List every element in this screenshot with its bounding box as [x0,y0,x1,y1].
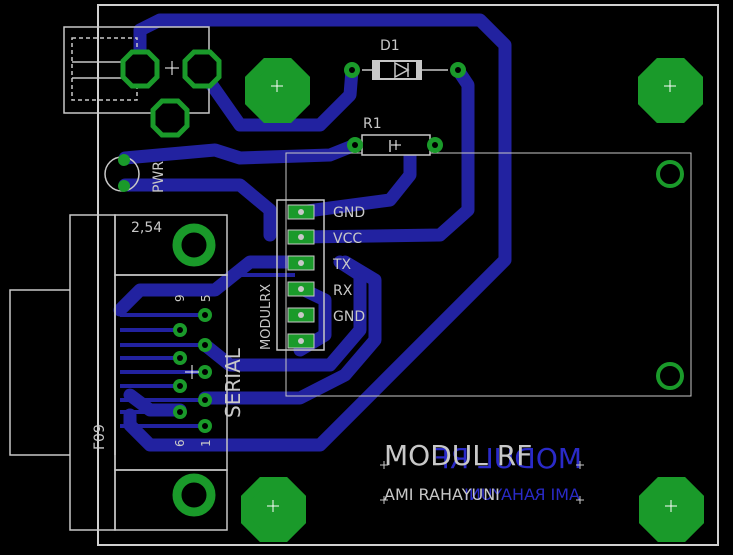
via-holes [177,67,461,429]
label-d1: D1 [380,38,400,54]
label-pin-vcc: VCC [333,231,362,247]
traces [113,13,512,452]
title-text: MODUL RF [384,439,532,472]
label-serial: SERIAL [221,347,245,418]
title-mirror: MODUL RF [434,442,582,475]
label-r1: R1 [363,116,382,132]
text-origin-markers [380,461,584,504]
label-pin1: 1 [199,439,213,447]
label-pin-tx: TX [332,257,352,273]
label-pin5: 5 [199,294,213,302]
label-pin-gnd-top: GND [333,205,365,221]
label-f09: F09 [92,424,108,450]
label-pwr: PWR [151,161,167,193]
origin-markers [165,61,677,512]
label-pin-rx: RX [333,283,353,299]
header-pads [287,204,315,349]
silkscreen [9,26,692,531]
label-pin6: 6 [173,439,187,447]
board-outline [97,4,719,546]
label-pitch: 2,54 [131,220,162,236]
author-mirror: AMI RAHAYUNI [464,485,580,504]
author-text: AMI RAHAYUNI [384,485,500,504]
label-modulrx: MODULRX [259,284,274,350]
label-pin-gnd-bottom: GND [333,309,365,325]
label-pin9: 9 [173,294,187,302]
